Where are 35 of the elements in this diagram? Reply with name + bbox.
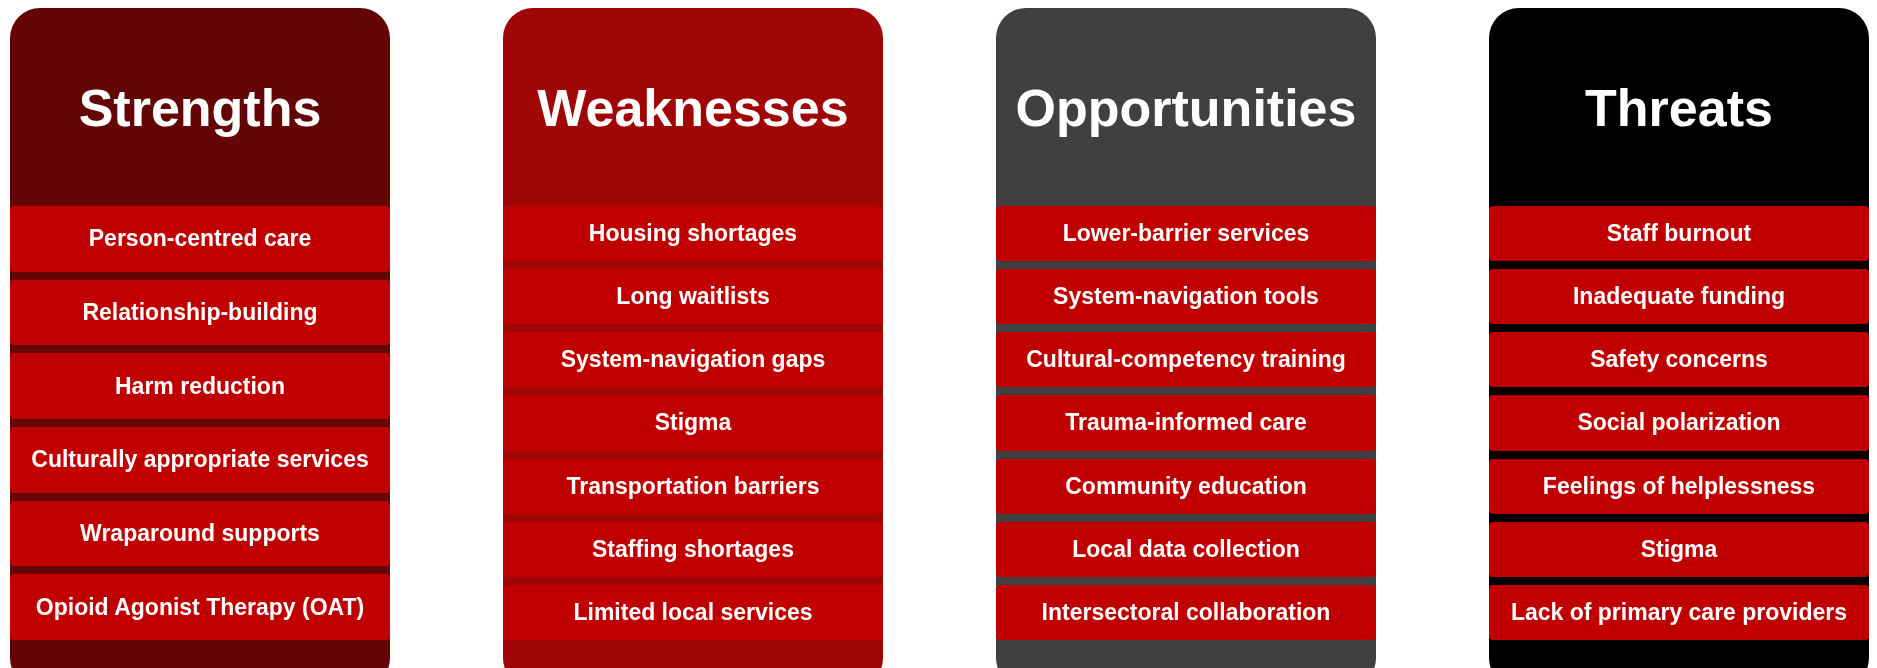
item-bar: Feelings of helplessness — [1489, 458, 1869, 514]
item-bar: Social polarization — [1489, 395, 1869, 451]
item-bar: Culturally appropriate services — [10, 427, 390, 493]
item-bar: Stigma — [1489, 521, 1869, 577]
item-bar: Wraparound supports — [10, 500, 390, 567]
item-bar: Staffing shortages — [503, 521, 883, 577]
item-bar: Lack of primary care providers — [1489, 584, 1869, 640]
column-heading: Opportunities — [1014, 78, 1358, 138]
item-bar: Relationship-building — [10, 279, 390, 346]
item-bar: Harm reduction — [10, 353, 390, 419]
item-bar: Long waitlists — [503, 269, 883, 325]
column-heading: Threats — [1584, 78, 1774, 138]
item-bar: System-navigation gaps — [503, 332, 883, 388]
item-bar: Trauma-informed care — [996, 395, 1376, 451]
item-bar: System-navigation tools — [996, 269, 1376, 325]
column-heading: Strengths — [77, 78, 323, 138]
item-bar: Local data collection — [996, 521, 1376, 577]
item-bar: Safety concerns — [1489, 332, 1869, 388]
column-panel — [1489, 8, 1869, 668]
column-panel — [996, 8, 1376, 668]
item-bar: Cultural-competency training — [996, 332, 1376, 388]
column-panel — [10, 8, 390, 668]
item-bar: Lower-barrier services — [996, 206, 1376, 262]
item-bar: Person-centred care — [10, 206, 390, 272]
item-bar: Transportation barriers — [503, 458, 883, 514]
item-bar: Opioid Agonist Therapy (OAT) — [10, 574, 390, 640]
item-bar: Staff burnout — [1489, 206, 1869, 262]
item-bar: Community education — [996, 458, 1376, 514]
item-bar: Housing shortages — [503, 206, 883, 262]
item-bar: Limited local services — [503, 584, 883, 640]
item-bar: Intersectoral collaboration — [996, 584, 1376, 640]
column-heading: Weaknesses — [536, 78, 850, 138]
item-bar: Stigma — [503, 395, 883, 451]
item-bar: Inadequate funding — [1489, 269, 1869, 325]
column-panel — [503, 8, 883, 668]
